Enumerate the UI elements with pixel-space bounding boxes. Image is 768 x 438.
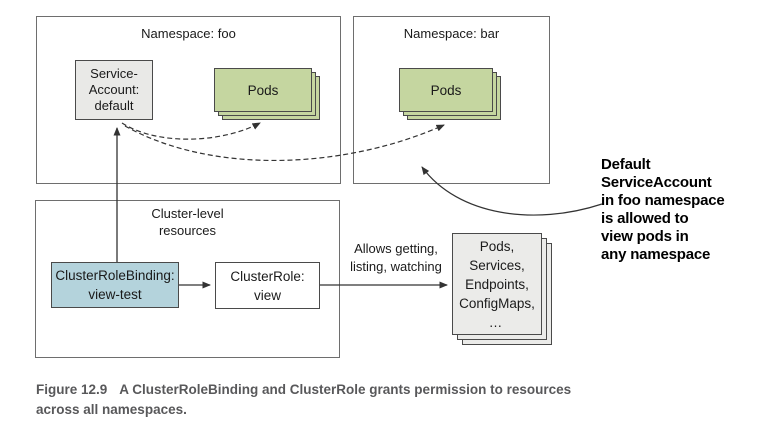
service-account-line3: default <box>94 98 134 113</box>
annotation-line3: in foo namespace <box>601 192 725 209</box>
permission-arrow-label-line2: listing, watching <box>350 259 442 274</box>
pods-foo-node: Pods <box>214 68 312 112</box>
cluster-role-line2: view <box>253 287 281 303</box>
pods-bar-node: Pods <box>399 68 493 112</box>
annotation-line4: is allowed to <box>601 210 689 227</box>
annotation-line6: any namespace <box>601 246 711 263</box>
permission-arrow-label-line1: Allows getting, <box>354 241 438 256</box>
cluster-role-binding-line1: ClusterRoleBinding: <box>55 268 175 283</box>
namespace-foo-title: Namespace: foo <box>141 26 236 41</box>
service-account-line2: Account: <box>88 82 140 97</box>
figure-caption-label: Figure 12.9 <box>36 382 108 397</box>
cluster-level-title: Cluster-level resources <box>36 205 339 239</box>
figure-caption-text: A ClusterRoleBinding and ClusterRole gra… <box>36 382 572 417</box>
resources-node: Pods, Services, Endpoints, ConfigMaps, … <box>452 233 542 335</box>
annotation-line2: ServiceAccount <box>601 174 712 191</box>
resources-line-ellipsis: … <box>488 314 506 330</box>
annotation-line5: view pods in <box>601 228 689 245</box>
permission-arrow-label: Allows getting, listing, watching <box>345 240 447 276</box>
pods-stack-foo: Pods <box>214 68 320 120</box>
annotation-text: Default ServiceAccount in foo namespace … <box>601 156 761 264</box>
cluster-level-title-line1: Cluster-level <box>151 206 224 221</box>
pods-stack-bar: Pods <box>399 68 501 120</box>
cluster-role-line1: ClusterRole: <box>230 268 305 284</box>
annotation-line1: Default <box>601 156 651 173</box>
resources-line-endpoints: Endpoints, <box>465 276 529 292</box>
cluster-role-node: ClusterRole: view <box>215 262 320 309</box>
namespace-bar-title: Namespace: bar <box>403 26 500 41</box>
pods-bar-label: Pods <box>430 82 462 98</box>
resources-line-pods: Pods, <box>479 238 515 254</box>
cluster-role-binding-line2: view-test <box>88 287 142 302</box>
cluster-level-title-line2: resources <box>158 223 217 238</box>
resources-stack: Pods, Services, Endpoints, ConfigMaps, … <box>452 233 552 345</box>
resources-line-configmaps: ConfigMaps, <box>459 295 535 311</box>
service-account-line1: Service- <box>90 66 138 81</box>
cluster-role-binding-node: ClusterRoleBinding: view-test <box>51 262 179 308</box>
resources-line-services: Services, <box>469 257 525 273</box>
pods-foo-label: Pods <box>247 82 279 98</box>
service-account-node: Service- Account: default <box>75 60 153 120</box>
